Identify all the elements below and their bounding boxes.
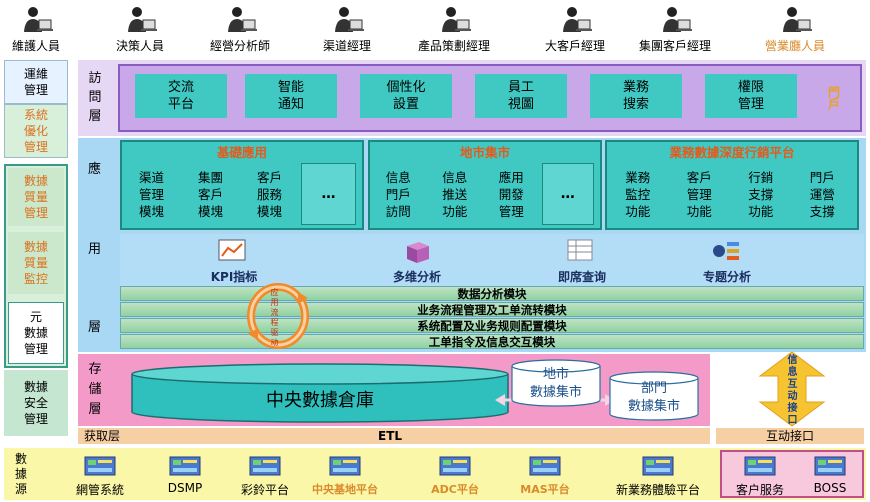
access-module[interactable]: 員工 視圖 [475,74,567,118]
more-modules-button[interactable]: … [541,163,594,225]
table-query-icon[interactable] [566,238,596,264]
app-group-title: 業務數據深度行銷平台 [669,144,795,160]
source-system-icon [329,454,361,478]
app-module[interactable]: 業務 監控 功能 [625,169,651,219]
person-at-computer-icon [223,4,257,34]
person-at-computer-icon [19,4,53,34]
system-optimization: 系統 優化 管理 [4,104,68,158]
dept-mart-label: 部門 數據集市 [627,381,680,414]
left-column: 運維 管理 系統 優化 管理 數據 質量 管理 數據 質量 監控 元 數據 管理… [4,60,68,445]
dept-mart-cylinder [609,371,699,421]
kpi-chart-icon[interactable] [218,238,248,264]
tool-label: 多维分析 [392,270,441,284]
app-module[interactable]: 渠道 管理 模塊 [138,169,164,219]
app-layer-label-yong: 用 [88,242,102,257]
workflow-cycle-label: 应用流程驱动 [270,288,279,348]
access-module[interactable]: 權限 管理 [705,74,797,118]
function-bar: 数据分析模块 [120,286,864,301]
user-label: 大客戶經理 [544,39,605,53]
source-system-label: 網管系統 [75,483,124,497]
app-module[interactable]: 集團 客戶 模塊 [197,169,223,219]
person-on-phone-icon [778,4,812,34]
user-label: 產品策劃經理 [417,39,490,53]
data-quality-monitoring: 數據 質量 監控 [8,232,64,294]
source-system-label: 彩鈴平台 [240,483,289,497]
source-system-icon [642,454,674,478]
user-label: 決策人員 [115,39,164,53]
source-system-icon [169,454,201,478]
app-module[interactable]: 信息 推送 功能 [442,169,468,219]
source-system-icon [744,454,776,478]
source-system-icon [439,454,471,478]
person-reading-icon [437,4,471,34]
interface-arrow-label: 信息互动接口 [785,354,796,426]
central-warehouse-cylinder [131,363,509,423]
app-module[interactable]: 信息 門戶 訪問 [385,169,411,219]
function-bar: 业务流程管理及工单流转模块 [120,302,864,317]
etl-label: ETL [378,429,403,443]
tool-label: 专题分析 [702,270,751,284]
person-on-phone-icon [558,4,592,34]
interaction-interface-label: 互动接口 [716,428,864,444]
tool-label: KPI指标 [210,270,258,284]
interface-double-arrow-icon [758,351,826,427]
user-label: 集團客戶經理 [638,39,711,53]
cube-icon[interactable] [401,238,431,264]
function-bar: 系统配置及业务规则配置模块 [120,318,864,333]
ops-management: 運維 管理 [4,60,68,104]
workflow-cycle-icon [247,283,309,349]
user-row: 維護人員 決策人員 經營分析師 渠道經理 產品策劃經理 大客戶經理 集團客戶經理 營業廳人員 [0,0,870,58]
app-module[interactable]: 應用 開發 管理 [498,169,524,219]
app-module[interactable]: 客戶 服務 模塊 [256,169,282,219]
user-label: 營業廳人員 [764,39,825,53]
app-module[interactable]: 門戶 運營 支撐 [809,169,835,219]
source-system-label: 中央基地平台 [312,483,378,496]
city-mart-cylinder [511,359,601,407]
user-label: 渠道經理 [322,39,371,53]
app-group-title: 基礎應用 [216,144,267,160]
tool-label: 即席查询 [557,270,606,284]
app-group-title: 地市集市 [459,144,510,160]
source-system-label: MAS平台 [520,483,570,496]
app-module[interactable]: 客戶 管理 功能 [686,169,712,219]
access-module[interactable]: 交流 平台 [135,74,227,118]
app-layer-label-ceng: 層 [88,320,102,335]
source-system-label: 新業務體驗平台 [615,483,700,497]
person-at-computer-icon [330,4,364,34]
city-mart-label: 地市 數據集市 [529,367,582,400]
data-source-label: 數 據 源 [14,451,27,496]
source-system-label: DSMP [167,481,203,495]
access-module[interactable]: 個性化 設置 [360,74,452,118]
app-module[interactable]: 行銷 支撐 功能 [748,169,774,219]
data-quality-management: 數據 質量 管理 [8,168,64,226]
central-warehouse-label: 中央數據倉庫 [266,389,374,411]
source-system-label: ADC平台 [431,483,479,496]
source-system-icon [84,454,116,478]
topic-analysis-icon[interactable] [711,238,741,264]
source-system-label: 客户服务 [735,483,784,497]
user-label: 維護人員 [11,39,60,53]
person-on-phone-icon [658,4,692,34]
acquisition-layer-label: 获取层 [84,429,121,443]
data-security-management: 數據 安全 管理 [4,370,68,436]
storage-layer-label: 存 儲 層 [88,362,102,417]
source-system-label: BOSS [813,481,847,495]
source-system-icon [529,454,561,478]
app-group-frame [605,140,859,230]
access-module[interactable]: 智能 通知 [245,74,337,118]
access-layer: 訪 問 層 交流 平台智能 通知個性化 設置員工 視圖業務 搜索權限 管理 門戶 [78,60,866,136]
person-icon [123,4,157,34]
etl-row [78,428,710,444]
function-bar: 工单指令及信息交互模块 [120,334,864,349]
user-label: 經營分析師 [209,39,270,53]
source-system-icon [814,454,846,478]
source-system-icon [249,454,281,478]
more-modules-button[interactable]: … [301,163,356,225]
metadata-management: 元 數據 管理 [8,302,64,364]
access-layer-label: 訪 問 層 [88,70,102,124]
access-module[interactable]: 業務 搜索 [590,74,682,118]
portal-side-label: 門戶 [826,86,841,110]
app-layer-label-ying: 應 [88,162,102,177]
